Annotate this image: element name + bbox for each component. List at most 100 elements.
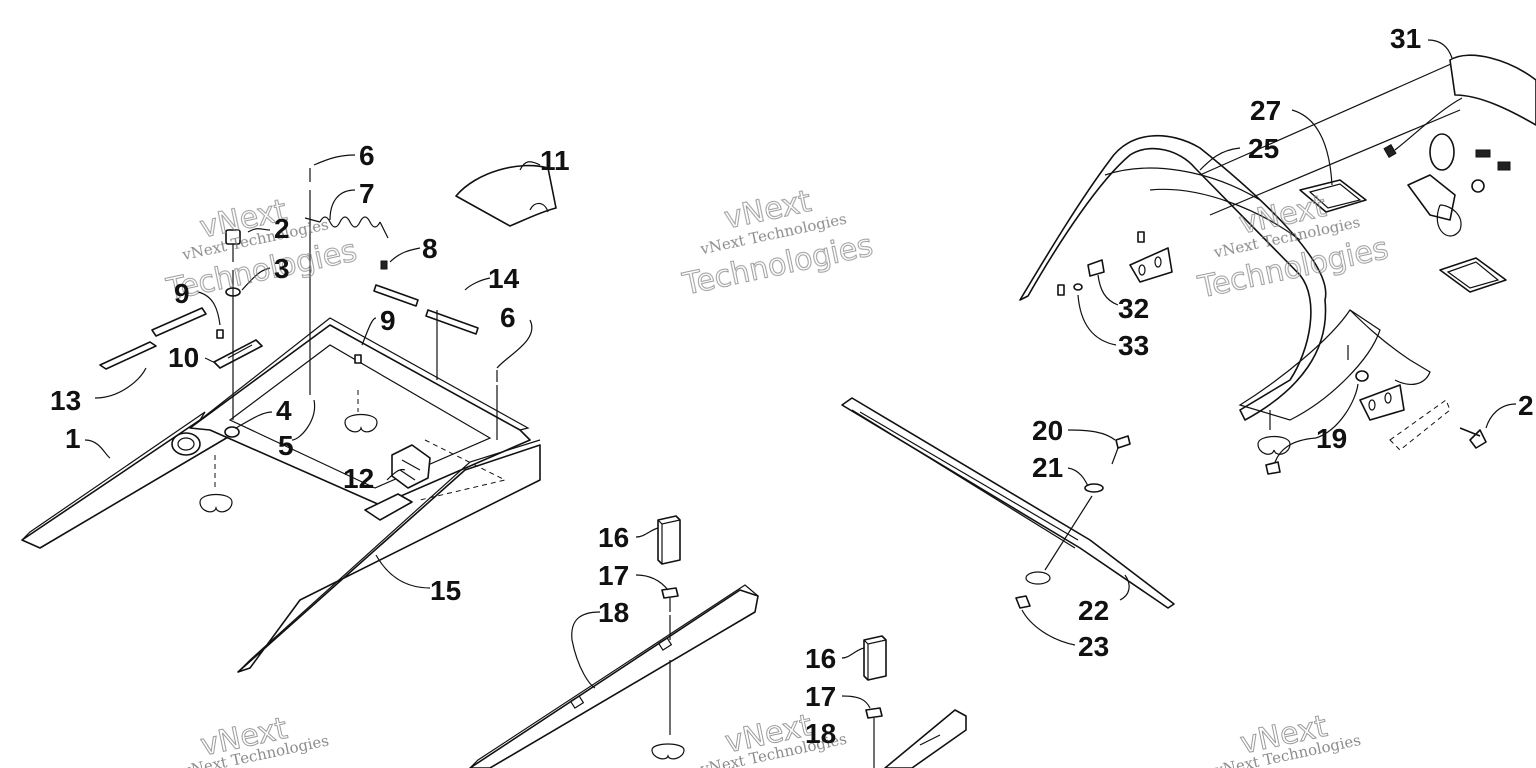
nut-33 [1073, 283, 1083, 291]
strap-slot [227, 344, 253, 359]
rail-18a [469, 589, 759, 768]
callout-31: 31 [1390, 23, 1421, 54]
callout-9-right: 9 [380, 305, 396, 336]
cable [1394, 97, 1463, 151]
skid-leaders [1021, 429, 1130, 646]
seat-pad-14a [373, 284, 419, 307]
callout-25: 25 [1248, 133, 1279, 164]
callout-22: 22 [1078, 595, 1109, 626]
bracket-upper [1129, 247, 1173, 283]
callout-20: 20 [1032, 415, 1063, 446]
latch-bracket-detail [399, 459, 421, 481]
callout-12: 12 [343, 463, 374, 494]
callout-labels: 1 2 3 4 5 6 6 7 8 9 9 10 11 12 13 14 15 … [50, 23, 1534, 749]
bolt-9a [216, 329, 224, 339]
callout-3: 3 [274, 253, 290, 284]
callout-2-right: 2 [1518, 390, 1534, 421]
callout-18-b: 18 [805, 718, 836, 749]
clip-32 [1087, 259, 1105, 277]
seat-pad-14b [425, 309, 479, 335]
spring-hooks [304, 217, 389, 239]
callout-5: 5 [278, 430, 294, 461]
callout-9-left: 9 [174, 278, 190, 309]
spacer-16a [657, 515, 681, 565]
callout-27: 27 [1250, 95, 1281, 126]
callout-17-a: 17 [598, 560, 629, 591]
callout-18-a: 18 [598, 597, 629, 628]
seat-cover [455, 164, 557, 227]
right-side-rail [237, 444, 541, 673]
bumper-pad-left [199, 493, 233, 513]
left-side-rail-top [21, 411, 206, 541]
nut-23 [1015, 595, 1031, 609]
decal-lower [1439, 257, 1507, 293]
callout-19: 19 [1316, 423, 1347, 454]
callout-10: 10 [168, 342, 199, 373]
skid-plate-assembly [841, 397, 1175, 609]
callout-1: 1 [65, 423, 81, 454]
slotted-strap [213, 339, 263, 369]
nut-4 [224, 426, 240, 438]
center-leaders [571, 527, 871, 709]
cable-end [1383, 143, 1397, 159]
callout-6-right: 6 [500, 302, 516, 333]
rail-tube-inner [177, 437, 195, 451]
callout-16-b: 16 [805, 643, 836, 674]
bolt-24 [1459, 427, 1487, 449]
end-cap-31 [1449, 54, 1536, 126]
spring [319, 216, 381, 228]
seat-pad-13b [151, 307, 207, 337]
bolt-8 [380, 260, 388, 270]
callout-7: 7 [359, 178, 375, 209]
watermark-center-top: vNext vNext Technologies Technologies [679, 183, 877, 303]
callout-11: 11 [540, 145, 570, 176]
watermark-right-bottom: vNext vNext Technologies [1212, 708, 1362, 768]
watermark-left-bottom: vNext vNext Technologies [180, 710, 330, 768]
washer-21 [1084, 483, 1104, 493]
callout-8: 8 [422, 233, 438, 264]
washer-22b [1025, 571, 1051, 585]
spacer-16b [863, 635, 887, 681]
rail-tube [171, 432, 201, 456]
bolt-17b [865, 707, 883, 719]
callout-21: 21 [1032, 452, 1063, 483]
callout-14: 14 [488, 263, 520, 294]
rail-18b [884, 709, 967, 768]
rear-bumper-assembly [1019, 54, 1536, 475]
bumper-tube [1019, 134, 1327, 421]
hitch-chain [1436, 204, 1462, 237]
right-side-rail-edge [237, 439, 541, 673]
bolt-20 [1115, 435, 1131, 449]
frame-inner-opening [228, 344, 492, 489]
callout-33: 33 [1118, 330, 1149, 361]
bolt-9b [354, 354, 362, 364]
decal-27 [1299, 179, 1367, 213]
callout-13: 13 [50, 385, 81, 416]
bolt-17a [661, 587, 679, 599]
seat-frame-assembly [21, 164, 557, 673]
callout-17-b: 17 [805, 681, 836, 712]
seat-pad-13a [99, 341, 157, 370]
hitch-ring [1429, 133, 1455, 171]
callout-16-a: 16 [598, 522, 629, 553]
callout-6-top: 6 [359, 140, 375, 171]
callout-32: 32 [1118, 293, 1149, 324]
bracket-lower [1359, 384, 1405, 421]
crossbar [1199, 59, 1461, 216]
seat-cover-detail [529, 202, 549, 213]
callout-15: 15 [430, 575, 461, 606]
hidden-line-1 [419, 439, 507, 501]
left-side-rail [21, 419, 241, 549]
hitch-bracket [1407, 174, 1456, 221]
skid-plate [841, 397, 1175, 609]
center-rail-assembly [469, 515, 967, 768]
bumper-pad-mid [344, 413, 378, 433]
frame-top-edge [189, 317, 530, 431]
right-leaders [1077, 39, 1517, 463]
callout-2: 2 [274, 213, 290, 244]
frame-plate [364, 493, 413, 521]
callout-23: 23 [1078, 631, 1109, 662]
callout-4: 4 [276, 395, 292, 426]
left-leaders [84, 154, 541, 589]
